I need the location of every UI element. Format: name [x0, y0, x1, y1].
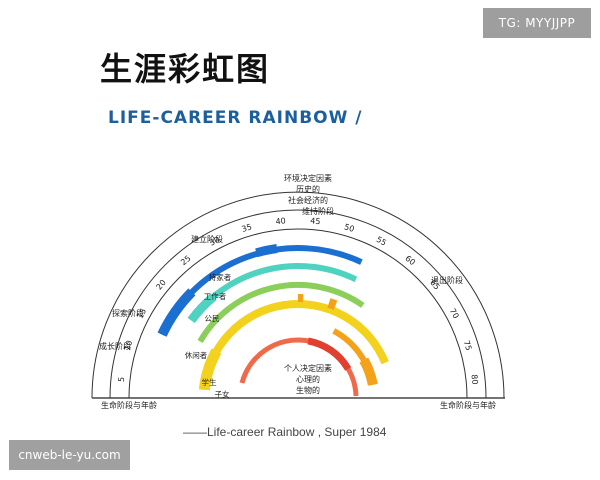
age-label-30: 30: [208, 235, 221, 248]
personal-factors-line-3: 生物的: [296, 385, 320, 395]
age-label-40: 40: [275, 216, 286, 226]
frame-arc-3: [128, 228, 468, 399]
band-student-thick: [359, 357, 378, 386]
age-label-35: 35: [241, 222, 253, 234]
age-label-15: 15: [135, 307, 148, 320]
page-subtitle: LIFE-CAREER RAINBOW /: [108, 108, 363, 128]
rainbow-frame: [91, 191, 505, 399]
band-child: [239, 337, 359, 397]
band-homemaker-peak: [255, 244, 278, 258]
watermark-bottom: cnweb-le-yu.com: [9, 440, 130, 470]
frame-arc-1: [91, 191, 505, 399]
role-citizen-label: 公民: [205, 314, 220, 323]
page-title: 生涯彩虹图: [100, 50, 271, 88]
baseline-right-label: 生命阶段与年龄: [440, 400, 496, 410]
watermark-top: TG: MYYJJPP: [483, 8, 591, 38]
band-child-dark: [307, 337, 352, 371]
age-label-55: 55: [375, 235, 388, 248]
band-leisure-thick: [198, 348, 222, 391]
environment-factors-line-1: 环境决定因素: [284, 173, 332, 183]
stage-growth-label: 成长阶段: [99, 341, 131, 351]
age-label-5: 5: [117, 376, 126, 382]
band-citizen: [197, 281, 365, 344]
environment-factors-line-3: 社会经济的: [288, 195, 328, 205]
stage-maintenance-label: 维持阶段: [302, 206, 334, 216]
stage-decline-label: 退出阶段: [431, 275, 463, 285]
role-homemaker-label: 持家者: [209, 272, 232, 282]
age-label-75: 75: [462, 339, 474, 351]
role-bands: [157, 244, 389, 397]
age-label-25: 25: [179, 254, 193, 267]
environment-factors-line-2: 历史的: [296, 184, 320, 194]
personal-factors-line-1: 个人决定因素: [284, 363, 332, 373]
band-leisure-tab-1: [327, 298, 338, 310]
personal-factors-line-2: 心理的: [296, 374, 320, 384]
frame-arc-2: [109, 209, 487, 399]
baseline-left-label: 生命阶段与年龄: [101, 400, 157, 410]
role-leisure-label: 休闲者: [185, 350, 208, 360]
band-worker-thick: [187, 293, 217, 324]
stage-exploration-label: 探索阶段: [112, 308, 144, 318]
role-student-label: 学生: [202, 377, 217, 387]
age-label-50: 50: [343, 222, 355, 234]
role-child-label: 子女: [215, 389, 230, 399]
stage-establishment-label: 建立阶段: [191, 234, 223, 244]
role-worker-label: 工作者: [204, 291, 227, 301]
age-label-10: 10: [123, 339, 135, 351]
age-label-70: 70: [448, 307, 461, 320]
age-label-45: 45: [310, 216, 321, 226]
age-label-80: 80: [469, 374, 479, 385]
age-label-60: 60: [403, 254, 417, 267]
rainbow-labels: 环境决定因素 历史的 社会经济的 维持阶段 建立阶段 探索阶段 成长阶段 退出阶…: [99, 173, 496, 410]
age-label-20: 20: [154, 278, 167, 292]
band-homemaker-thick: [157, 288, 196, 337]
figure-caption: ——Life-career Rainbow , Super 1984: [183, 425, 387, 439]
